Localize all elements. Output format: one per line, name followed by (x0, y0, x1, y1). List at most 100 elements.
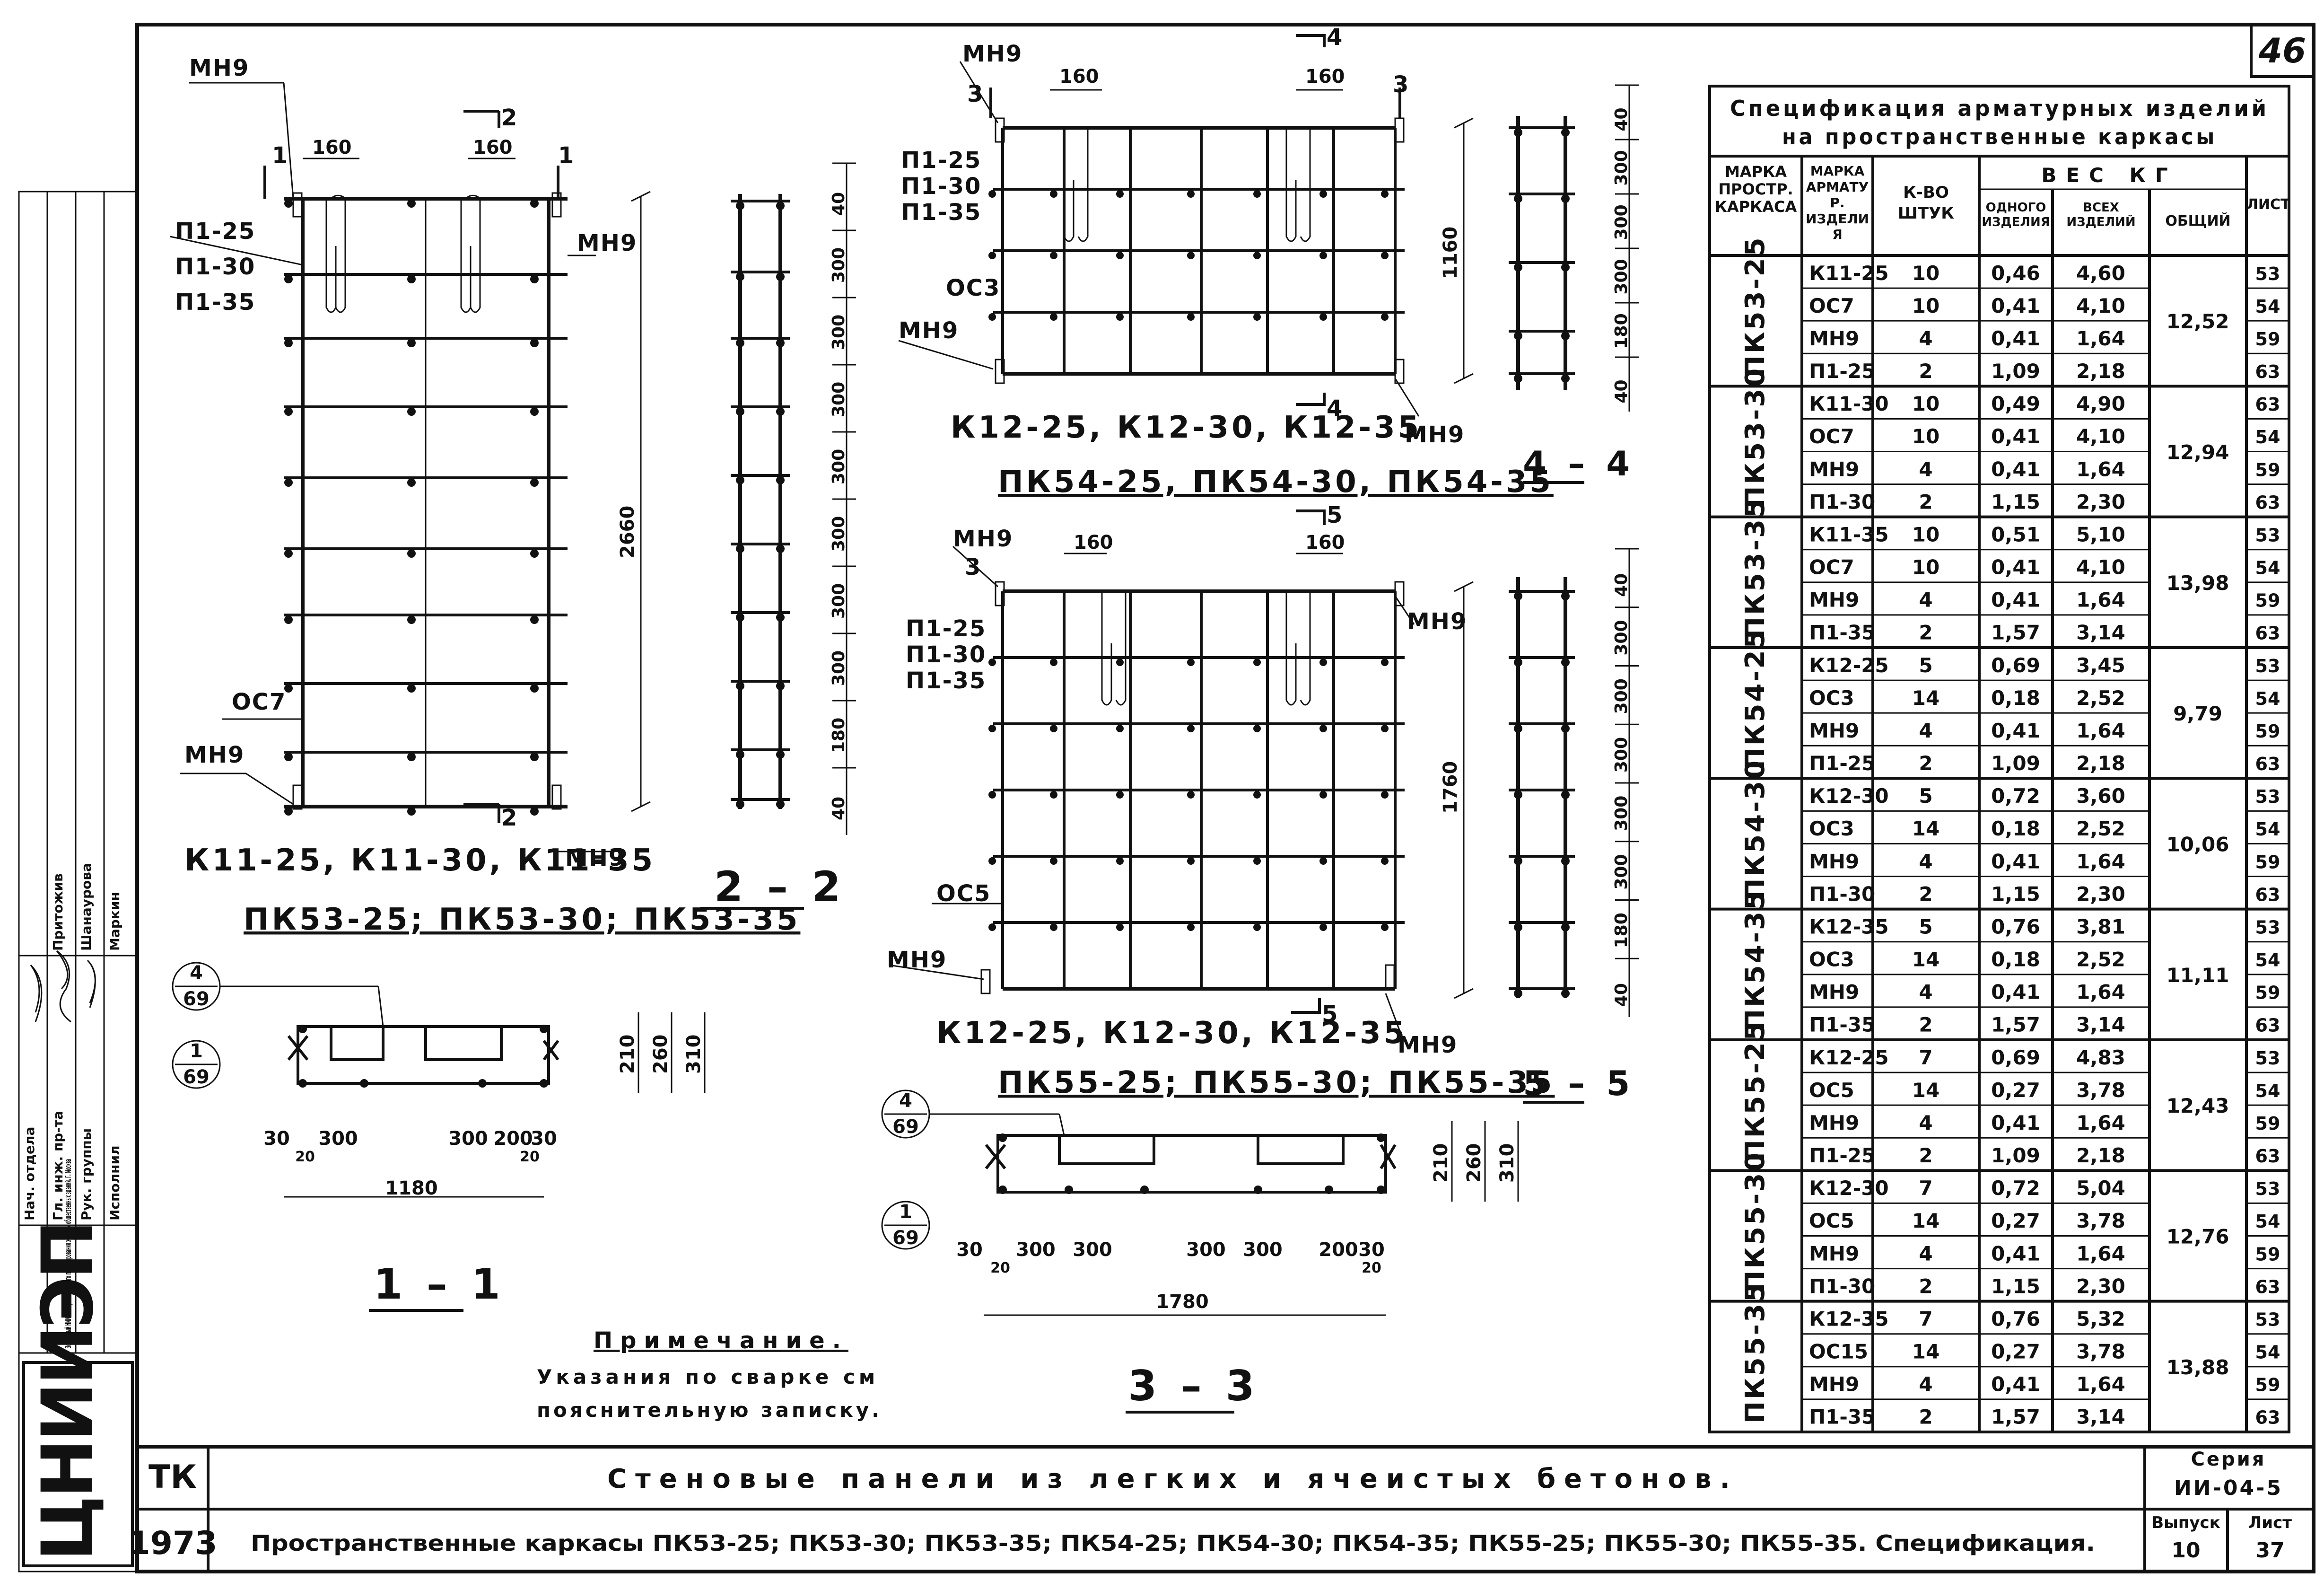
hdr-weight-all: всех изделий (2066, 201, 2136, 230)
pk55-oc5: ОС5 (936, 880, 991, 907)
spec-frame-mark: ПК53-30 (1740, 367, 1771, 509)
spec-weight-one: 0,41 (1991, 850, 2040, 873)
s22-weld-dot (776, 613, 785, 622)
spec-item-mark: МН9 (1809, 981, 1859, 1004)
spec-qty: 10 (1912, 425, 1940, 448)
pk55-weld-dot (1187, 725, 1195, 732)
section-3-3-label: 3 – 3 (1128, 1361, 1259, 1410)
spec-frame-mark: ПК54-25 (1740, 628, 1771, 770)
pk55-dim-160-left: 160 (1074, 532, 1113, 553)
spec-qty: 4 (1919, 981, 1932, 1004)
note-line2: пояснительную записку. (537, 1398, 882, 1422)
spec-sheet-ref: 54 (2255, 819, 2280, 840)
pk54-sec-mark-3-right: 3 (1393, 71, 1409, 98)
spec-qty: 10 (1912, 262, 1940, 285)
spec-weight-one: 0,18 (1991, 686, 2040, 710)
pk53-weld-dot (530, 478, 539, 487)
spec-title-line2: на пространственные каркасы (1782, 124, 2217, 149)
section-dim-label: 40 (829, 192, 848, 216)
spec-sheet-ref: 63 (2255, 361, 2280, 382)
spec-qty: 10 (1912, 523, 1940, 546)
sheet-title-line1: Стеновые панели из легких и ячеистых бет… (607, 1464, 1739, 1494)
spec-weight-all: 4,60 (2076, 262, 2125, 285)
s55-weld-dot (1561, 790, 1570, 799)
spec-item-mark: МН9 (1809, 588, 1859, 612)
spec-qty: 14 (1912, 686, 1940, 710)
section-dim-label: 20 (990, 1260, 1010, 1276)
pk55-loop-35: П1-35 (906, 668, 986, 694)
spec-sheet-ref: 53 (2255, 1309, 2280, 1330)
s55-weld-dot (1561, 989, 1570, 998)
spec-weight-one: 0,41 (1991, 556, 2040, 579)
spec-qty: 2 (1919, 490, 1932, 513)
spec-weight-all: 1,64 (2076, 981, 2125, 1004)
stamp-org: Зональный НИИ экспериментального проекти… (63, 1159, 73, 1348)
s22-weld-dot (736, 545, 744, 553)
spec-item-mark: К12-30 (1809, 784, 1889, 808)
spec-item-mark: П1-35 (1809, 1405, 1875, 1429)
section-dim-label: 180 (1612, 913, 1631, 948)
spec-weight-all: 4,10 (2076, 556, 2125, 579)
spec-qty: 4 (1919, 457, 1932, 481)
spec-weight-all: 4,90 (2076, 392, 2125, 415)
pk53-weld-dot (284, 478, 293, 487)
section-dim-label: 300 (829, 449, 848, 484)
pk54-weld-dot (1116, 252, 1124, 259)
spec-sheet-ref: 53 (2255, 786, 2280, 807)
s11-side-310: 310 (683, 1035, 705, 1074)
spec-weight-total: 12,43 (2167, 1094, 2229, 1117)
pk54-caption: ПК54-25, ПК54-30, ПК54-35 (998, 465, 1554, 500)
pk55-weld-dot (1319, 857, 1327, 865)
pk55-weld-dot (1050, 659, 1057, 666)
pk53-weld-dot (407, 199, 416, 208)
s11-side-260: 260 (650, 1035, 672, 1074)
spec-weight-one: 0,27 (1991, 1209, 2040, 1232)
section-dim-label: 180 (1612, 313, 1631, 349)
pk53-weld-dot (284, 549, 293, 558)
spec-sheet-ref: 59 (2255, 1113, 2280, 1134)
pk53-sec-mark-2-top: 2 (501, 105, 518, 131)
spec-sheet-ref: 54 (2255, 688, 2280, 709)
pk53-loop-35: П1-35 (175, 289, 255, 316)
spec-weight-one: 0,72 (1991, 1177, 2040, 1200)
section-dim-label: 300 (318, 1128, 358, 1150)
spec-weight-all: 2,52 (2076, 817, 2125, 840)
spec-weight-one: 1,09 (1991, 1144, 2040, 1167)
spec-item-mark: ОС7 (1809, 556, 1854, 579)
spec-qty: 14 (1912, 1079, 1940, 1102)
spec-weight-all: 2,30 (2076, 1274, 2125, 1298)
spec-weight-one: 0,46 (1991, 262, 2040, 285)
spec-sheet-ref: 63 (2255, 884, 2280, 905)
spec-item-mark: К12-35 (1809, 915, 1889, 938)
pk55-weld-dot (1253, 791, 1261, 799)
spec-item-mark: П1-35 (1809, 621, 1875, 644)
pk54-sec-mark-4-top: 4 (1327, 24, 1343, 51)
section-dim-label: 300 (829, 583, 848, 619)
pk53-weld-dot (530, 407, 539, 416)
section-dim-label: 30 (956, 1239, 983, 1261)
spec-frame-mark: ПК53-25 (1740, 236, 1771, 378)
spec-sheet-ref: 54 (2255, 1080, 2280, 1101)
spec-weight-one: 1,57 (1991, 1013, 2040, 1036)
spec-weight-all: 3,78 (2076, 1209, 2125, 1232)
issue-label: Выпуск (2151, 1513, 2220, 1532)
corner-number: 46 (2258, 31, 2306, 70)
pk55-weld-dot (1050, 923, 1057, 931)
s22-weld-dot (776, 407, 785, 416)
section-dim-label: 200 (493, 1128, 533, 1150)
spec-qty: 14 (1912, 1340, 1940, 1363)
pk55-elevation (889, 509, 1474, 1032)
spec-sheet-ref: 54 (2255, 1342, 2280, 1363)
spec-item-mark: ОС7 (1809, 425, 1854, 448)
spec-weight-all: 4,10 (2076, 425, 2125, 448)
spec-sheet-ref: 59 (2255, 721, 2280, 742)
pk54-weld-dot (1050, 313, 1057, 321)
stamp-role-group-lead: Рук. группы (79, 1128, 94, 1221)
pk55-sec-mark-3: 3 (965, 554, 981, 580)
section-dim-label: 300 (1016, 1239, 1056, 1261)
section-2-2 (700, 163, 847, 910)
spec-weight-total: 13,88 (2167, 1356, 2229, 1379)
spec-sheet-ref: 53 (2255, 525, 2280, 545)
pk55-loop-30: П1-30 (906, 641, 986, 668)
